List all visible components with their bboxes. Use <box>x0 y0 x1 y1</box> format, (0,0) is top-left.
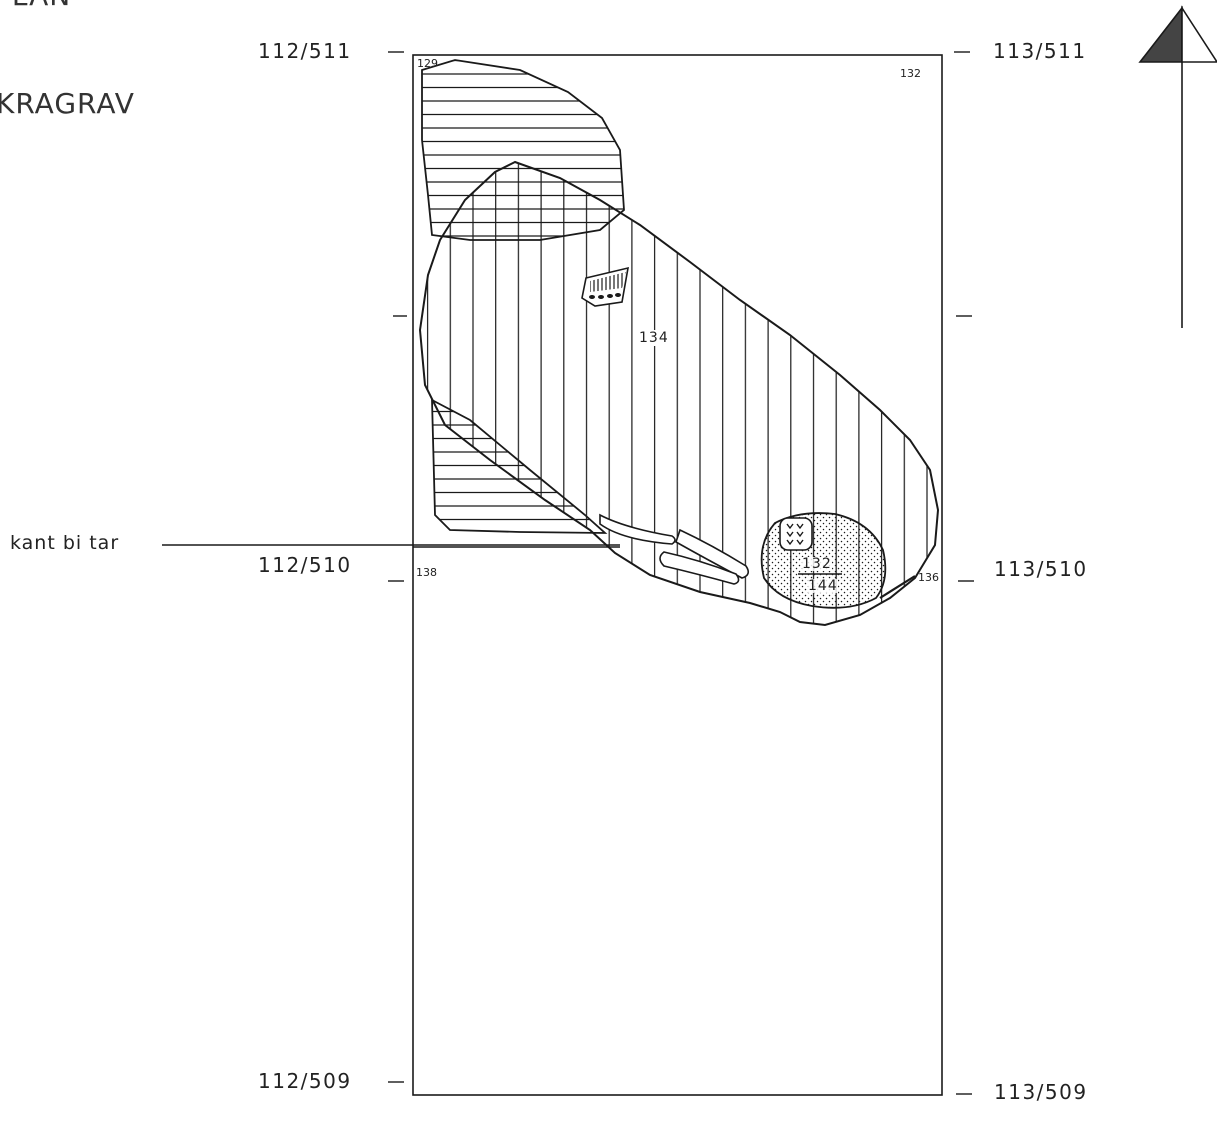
north-arrow-icon <box>1138 5 1217 328</box>
fill-134-label: 134 <box>637 330 671 346</box>
corner-number-middle-left: 138 <box>416 566 437 579</box>
pit-label-top: 132 <box>802 556 832 572</box>
plan-title-text: PLAN <box>0 0 71 8</box>
plan-subtitle: KRAGRAV <box>0 87 135 120</box>
coord-middle-left: 112/510 <box>258 553 352 577</box>
corner-number-middle-right: 136 <box>918 571 939 584</box>
edge-piece-2 <box>675 528 750 579</box>
corner-number-top-right: 132 <box>900 67 921 80</box>
fill-134 <box>418 160 940 627</box>
coord-bottom-right: 113/509 <box>994 1080 1088 1104</box>
coord-bottom-left: 112/509 <box>258 1069 352 1093</box>
grid-square <box>412 54 943 1096</box>
pit-label-bottom: 144 <box>808 578 838 594</box>
pit-edge-cut <box>879 575 916 599</box>
coord-top-right: 113/511 <box>993 39 1087 63</box>
pottery-fragment-hatch <box>590 272 626 292</box>
coord-top-left: 112/511 <box>258 39 352 63</box>
coord-middle-right: 113/510 <box>994 557 1088 581</box>
pottery-fragment-dots <box>589 293 621 299</box>
edge-piece-1 <box>599 513 676 545</box>
edge-piece-3 <box>659 551 740 585</box>
corner-number-top-left: 129 <box>417 57 438 70</box>
plan-title: PLAN <box>0 0 71 8</box>
grid-ticks <box>388 51 974 1095</box>
pit-burnt-inclusion <box>779 517 813 551</box>
pit-burnt-marks <box>786 523 804 546</box>
kantbitar-label: kant bi tar <box>10 532 120 554</box>
